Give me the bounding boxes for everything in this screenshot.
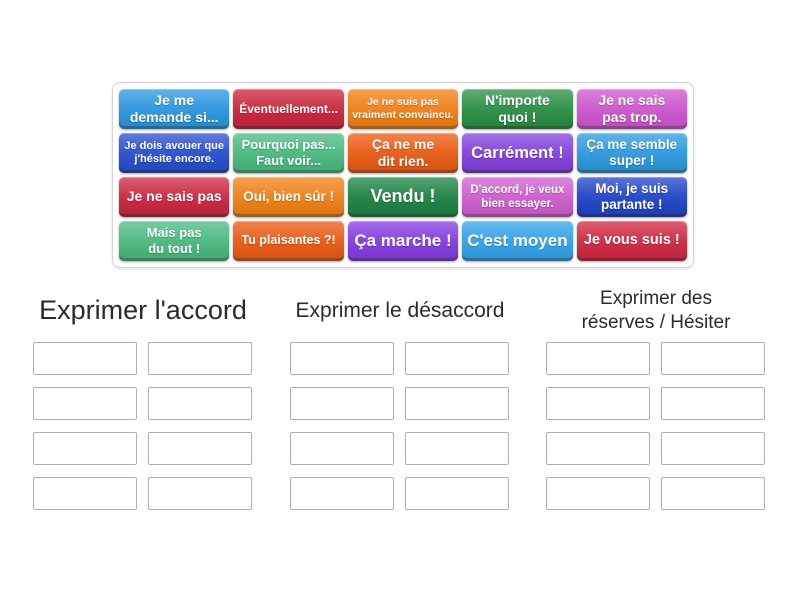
group-accord: Exprimer l'accord (33, 280, 253, 510)
draggable-tile[interactable]: Pourquoi pas... Faut voir... (233, 133, 344, 173)
group-title-accord: Exprimer l'accord (39, 295, 247, 326)
answer-slot[interactable] (148, 387, 252, 420)
answer-slot[interactable] (405, 432, 509, 465)
draggable-tile[interactable]: Ça ne me dit rien. (347, 133, 459, 173)
draggable-tile[interactable]: Je dois avouer que j'hésite encore. (119, 133, 230, 173)
draggable-tile[interactable]: Carrément ! (462, 133, 573, 173)
slot-grid-accord (33, 342, 253, 510)
group-title-desaccord: Exprimer le désaccord (295, 298, 505, 322)
draggable-tile[interactable]: Ça marche ! (347, 221, 459, 261)
answer-slot[interactable] (290, 342, 394, 375)
answer-slot[interactable] (405, 387, 509, 420)
group-reserves-hesiter: Exprimer des réserves / Hésiter (546, 280, 766, 510)
slot-grid-reserves-hesiter (546, 342, 766, 510)
slot-grid-desaccord (290, 342, 510, 510)
group-desaccord: Exprimer le désaccord (290, 280, 510, 510)
answer-slot[interactable] (546, 342, 650, 375)
answer-slot[interactable] (661, 387, 765, 420)
group-title-reserves-hesiter: Exprimer des réserves / Hésiter (581, 288, 731, 333)
answer-slot[interactable] (33, 432, 137, 465)
draggable-tile[interactable]: Je vous suis ! (576, 221, 687, 261)
answer-slot[interactable] (290, 387, 394, 420)
answer-slot[interactable] (33, 387, 137, 420)
draggable-tile[interactable]: D'accord, je veux bien essayer. (462, 177, 573, 217)
draggable-tile[interactable]: Éventuellement... (233, 89, 344, 129)
answer-slot[interactable] (546, 387, 650, 420)
draggable-tile[interactable]: Mais pas du tout ! (119, 221, 230, 261)
draggable-tile[interactable]: Tu plaisantes ?! (233, 221, 344, 261)
draggable-tile[interactable]: Ça me semble super ! (576, 133, 687, 173)
answer-slot[interactable] (148, 432, 252, 465)
draggable-tile[interactable]: N'importe quoi ! (462, 89, 573, 129)
answer-slot[interactable] (148, 342, 252, 375)
answer-slot[interactable] (33, 477, 137, 510)
draggable-tile[interactable]: Je ne sais pas (119, 177, 230, 217)
draggable-tile[interactable]: Je ne sais pas trop. (576, 89, 687, 129)
answer-slot[interactable] (661, 477, 765, 510)
draggable-tile[interactable]: Vendu ! (347, 177, 459, 217)
answer-slot[interactable] (33, 342, 137, 375)
draggable-tile[interactable]: Oui, bien sûr ! (233, 177, 344, 217)
draggable-tile[interactable]: Je me demande si... (119, 89, 230, 129)
answer-slot[interactable] (148, 477, 252, 510)
answer-slot[interactable] (290, 477, 394, 510)
draggable-tile[interactable]: Moi, je suis partante ! (576, 177, 687, 217)
answer-slot[interactable] (661, 342, 765, 375)
answer-slot[interactable] (405, 477, 509, 510)
draggable-tile[interactable]: C'est moyen (462, 221, 573, 261)
answer-slot[interactable] (546, 477, 650, 510)
answer-slot[interactable] (661, 432, 765, 465)
draggable-tile[interactable]: Je ne suis pas vraiment convaincu. (347, 89, 459, 129)
answer-slot[interactable] (546, 432, 650, 465)
answer-slot[interactable] (290, 432, 394, 465)
answer-slot[interactable] (405, 342, 509, 375)
tile-tray: Je me demande si... Éventuellement... Je… (112, 82, 694, 268)
